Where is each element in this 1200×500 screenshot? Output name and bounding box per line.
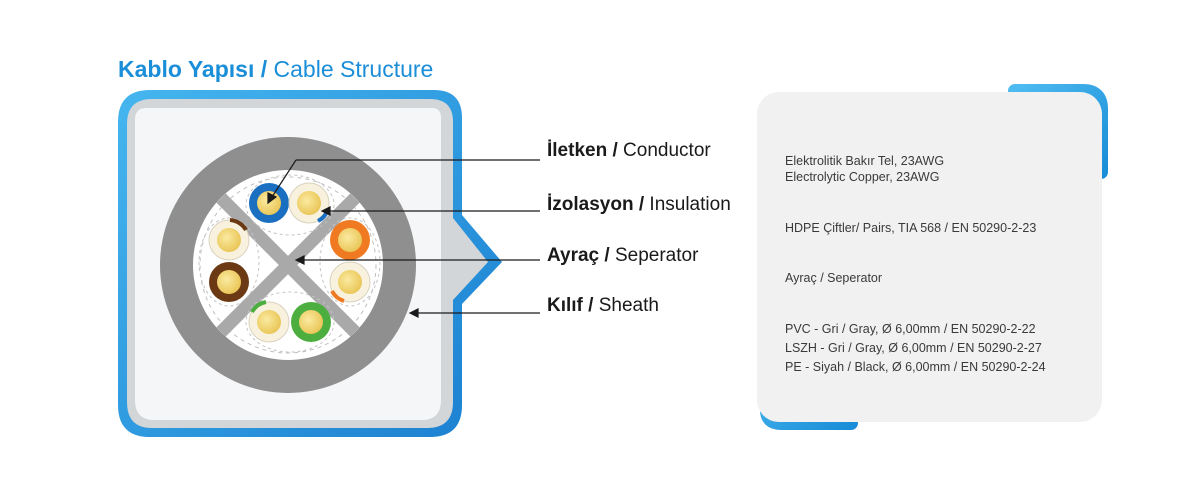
spec-sheath: PVC - Gri / Gray, Ø 6,00mm / EN 50290-2-… [785,320,1046,377]
spec-separator: Ayraç / Seperator [785,270,882,286]
spec-sheath-pe: PE - Siyah / Black, Ø 6,00mm / EN 50290-… [785,360,1046,374]
title-en: Cable Structure [273,56,434,82]
label-insulation-sep: / [638,194,645,215]
label-conductor-sep: / [612,140,618,161]
pair-orange [329,220,371,303]
label-separator-tr: Ayraç [547,245,600,266]
label-conductor-tr: İletken [547,140,608,161]
label-separator-en: Seperator [614,245,699,266]
label-separator-sep: / [604,245,610,266]
spec-separator-text: Ayraç / Seperator [785,271,883,285]
label-conductor: İletken / Conductor [547,140,711,162]
page-title: Kablo Yapısı / Cable Structure [118,56,433,83]
label-sheath-tr: Kılıf [547,295,583,316]
pair-brown [208,218,250,302]
spec-conductor: Elektrolitik Bakır Tel, 23AWG Electrolyt… [785,153,944,185]
label-sheath-en: Sheath [598,295,659,316]
title-separator: / [260,56,268,82]
label-sheath-sep: / [588,295,594,316]
spec-sheath-lszh: LSZH - Gri / Gray, Ø 6,00mm / EN 50290-2… [785,341,1042,355]
label-insulation-tr: İzolasyon [547,194,634,215]
spec-panel [757,92,1102,422]
label-separator: Ayraç / Seperator [547,245,698,267]
spec-pairs-text: HDPE Çiftler/ Pairs, TIA 568 / EN 50290-… [785,221,1037,235]
pair-green [248,300,331,343]
label-sheath: Kılıf / Sheath [547,295,659,317]
spec-sheath-pvc: PVC - Gri / Gray, Ø 6,00mm / EN 50290-2-… [785,322,1036,336]
label-conductor-en: Conductor [623,140,711,161]
label-insulation: İzolasyon / Insulation [547,194,731,216]
label-insulation-en: Insulation [649,194,731,215]
spec-conductor-tr: Elektrolitik Bakır Tel, 23AWG [785,154,945,168]
spec-pairs: HDPE Çiftler/ Pairs, TIA 568 / EN 50290-… [785,220,1036,236]
spec-conductor-en: Electrolytic Copper, 23AWG [785,170,940,184]
title-tr: Kablo Yapısı [118,56,255,82]
pair-blue [249,182,330,224]
cross-separator [216,193,360,337]
